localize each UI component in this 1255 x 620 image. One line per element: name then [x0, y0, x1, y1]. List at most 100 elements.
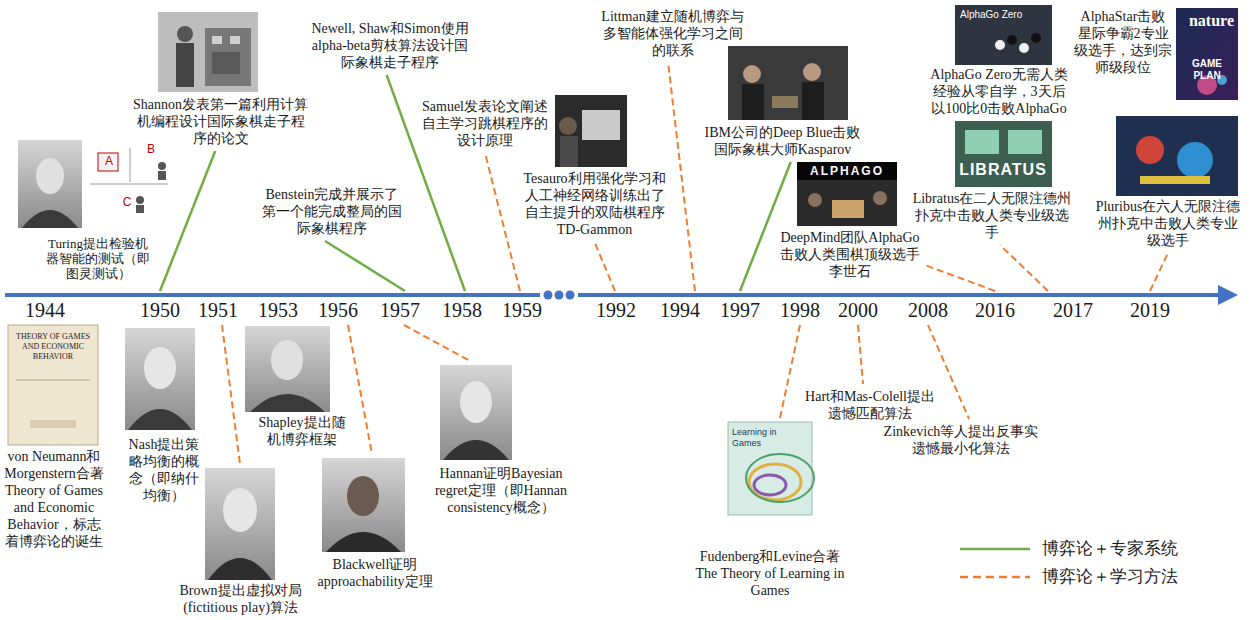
illustration-part — [578, 293, 1220, 297]
year-label: 1953 — [248, 298, 308, 322]
callout-letter: B — [144, 142, 158, 156]
event-text: Shannon发表第一篇利用计算机编程设计国际象棋走子程序的论文 — [133, 96, 308, 147]
legend-text: 博弈论＋学习方法 — [1042, 566, 1178, 588]
illustration-part — [136, 205, 144, 213]
event-text: Turing提出检验机器智能的测试（即图灵测试） — [46, 236, 150, 281]
illustration-part — [230, 36, 240, 44]
libratus-photo — [955, 121, 1052, 187]
illustration-part — [443, 440, 509, 460]
deep-blue-photo — [728, 46, 848, 120]
event-text: DeepMind团队AlphaGo击败人类围棋顶级选手李世石 — [780, 229, 920, 280]
event-text: Fudenberg和Levine合著The Theory of Learning… — [694, 548, 846, 599]
leader-line — [485, 153, 520, 291]
learning-book-cover — [728, 422, 814, 515]
illustration-part — [130, 148, 131, 182]
leader-line — [1000, 245, 1048, 291]
year-label: 1958 — [432, 298, 492, 322]
event-text: IBM公司的Deep Blue击败国际象棋大师Kasparov — [700, 124, 865, 158]
image-text: LIBRATUS — [957, 160, 1049, 180]
alphago-zero-image — [955, 5, 1052, 65]
illustration-part — [1177, 142, 1213, 178]
illustration-part — [8, 325, 98, 445]
leader-line — [928, 325, 969, 419]
event-text: Libratus在二人无限注德州扑克中击败人类专业级选手 — [912, 190, 1072, 241]
illustration-part — [460, 381, 492, 423]
illustration-part — [808, 193, 822, 207]
event-text: Hart和Mas-Colell提出遗憾匹配算法 — [800, 388, 940, 422]
illustration-part — [128, 409, 192, 430]
illustration-part — [1008, 130, 1042, 154]
image-text: THEORY OF GAMES AND ECONOMIC BEHAVIOR — [12, 332, 94, 362]
year-label: 1950 — [130, 298, 190, 322]
illustration-part — [1019, 43, 1029, 53]
book-cover — [8, 325, 98, 445]
event-text: von Neumann和Morgenstern合著Theory of Games… — [4, 448, 104, 550]
illustration-part — [555, 95, 627, 167]
shannon-photo — [158, 12, 258, 92]
illustration-part — [250, 394, 325, 412]
nature-cover — [1176, 8, 1238, 100]
image-text: AlphaGo Zero — [960, 9, 1048, 21]
illustration-part — [566, 291, 575, 300]
brown-photo — [205, 468, 275, 580]
leader-line — [348, 325, 372, 454]
event-text: Pluribus在六人无限注德州扑克中击败人类专业级选手 — [1092, 198, 1244, 249]
illustration-part — [743, 65, 761, 83]
leader-line — [160, 151, 215, 291]
illustration-part — [582, 110, 620, 140]
illustration-part — [1007, 35, 1017, 45]
illustration-part — [555, 291, 564, 300]
illustration-part — [271, 340, 303, 380]
illustration-part — [797, 162, 897, 180]
event-text: Benstein完成并展示了第一个能完成整局的国际象棋程序 — [262, 186, 402, 237]
illustration-part — [873, 191, 887, 205]
leader-line — [595, 242, 616, 291]
year-label: 1992 — [586, 298, 646, 322]
illustration-part — [560, 136, 578, 167]
illustration-part — [955, 5, 1052, 65]
illustration-part — [440, 365, 512, 460]
illustration-part — [205, 28, 251, 86]
illustration-part — [1140, 176, 1210, 184]
illustration-part — [208, 558, 272, 580]
leader-line — [668, 63, 695, 291]
illustration-part — [965, 130, 999, 154]
illustration-part — [158, 12, 258, 92]
illustration-part — [90, 184, 168, 185]
pluribus-image — [1116, 116, 1238, 196]
illustration-part — [544, 291, 553, 300]
event-text: Samuel发表论文阐述自主学习跳棋程序的设计原理 — [420, 98, 550, 149]
event-text: AlphaStar击败星际争霸2专业级选手，达到宗师级段位 — [1074, 8, 1172, 76]
illustration-part — [176, 43, 194, 87]
illustration-part — [742, 84, 764, 120]
illustration-part — [955, 121, 1052, 187]
illustration-part — [772, 96, 798, 108]
illustration-part — [1031, 33, 1041, 43]
illustration-part — [754, 475, 786, 495]
year-label: 1998 — [770, 298, 830, 322]
illustration-part — [136, 196, 144, 204]
illustration-part — [802, 82, 824, 120]
illustration-part — [832, 200, 864, 218]
illustration-part — [144, 347, 176, 389]
illustration-part — [559, 117, 577, 135]
year-label: 2000 — [828, 298, 888, 322]
illustration-part — [322, 458, 405, 552]
year-label: 2016 — [965, 298, 1025, 322]
leader-line — [1150, 253, 1168, 291]
illustration-part — [158, 171, 166, 180]
illustration-part — [36, 158, 64, 194]
legend-lines — [960, 549, 1030, 577]
leader-line — [924, 265, 995, 291]
image-text: ALPHAGO — [800, 164, 894, 178]
turing-photo — [18, 140, 82, 228]
illustration-part — [16, 380, 90, 381]
callout-letter: C — [120, 195, 134, 209]
illustration-part — [326, 532, 401, 552]
event-text: Littman建立随机博弈与多智能体强化学习之间的联系 — [600, 8, 745, 59]
year-label: 1997 — [710, 298, 770, 322]
illustration-part — [205, 468, 275, 580]
year-label: 2008 — [898, 298, 958, 322]
year-label: 1959 — [492, 298, 552, 322]
leader-line — [404, 325, 470, 361]
